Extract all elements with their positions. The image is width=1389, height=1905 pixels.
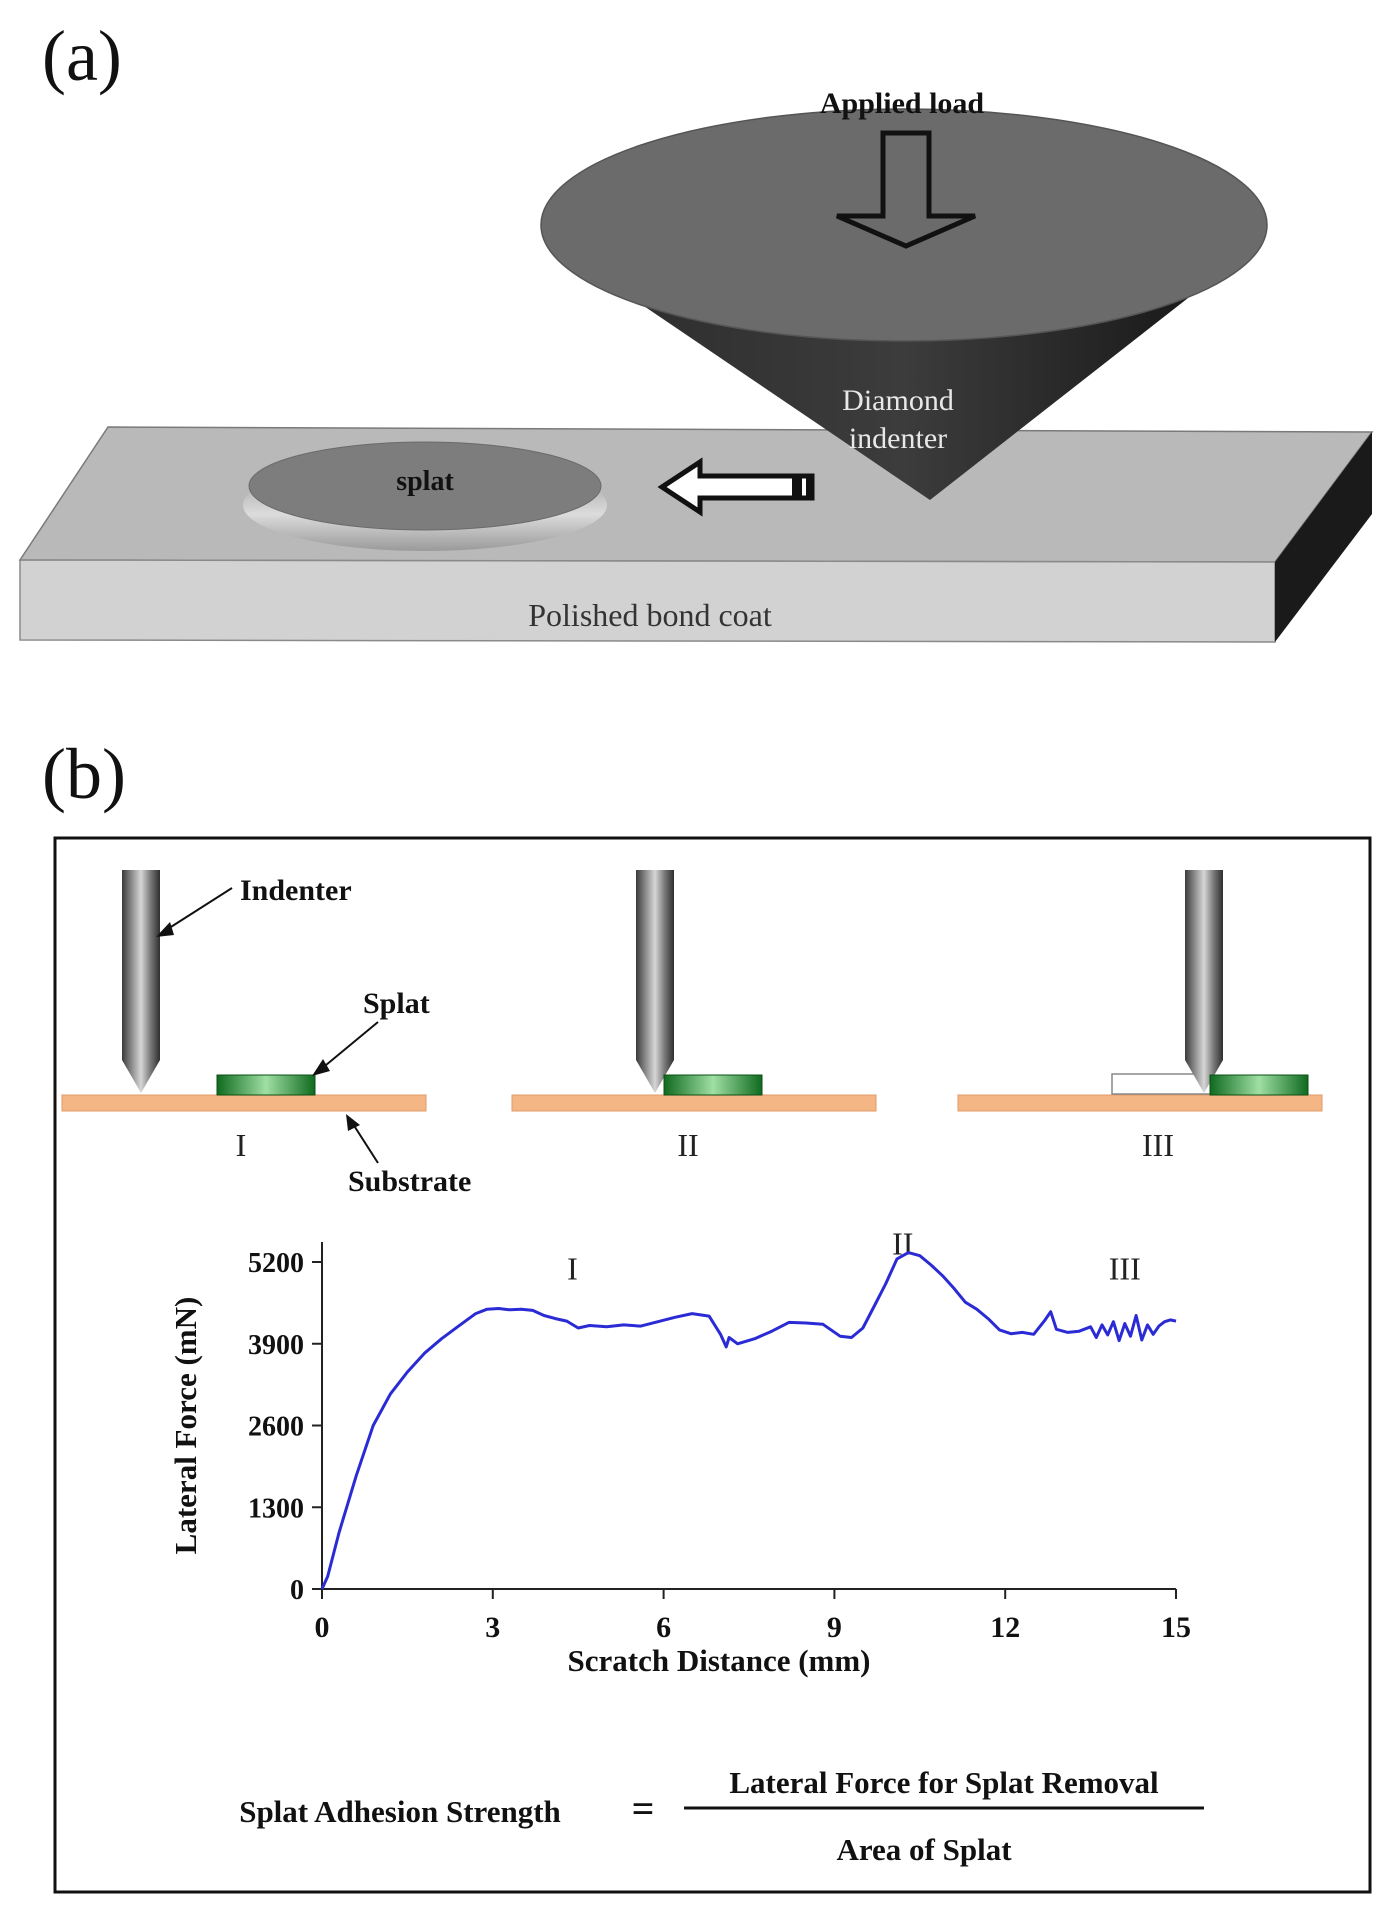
indenter-shaft-1: [122, 870, 160, 1060]
panel-b-frame: [53, 836, 1372, 1894]
substrate-callout-arrowhead: [346, 1114, 360, 1131]
splat-green-2: [663, 1074, 763, 1096]
indenter-shaft-3: [1185, 870, 1223, 1060]
y-tick-label-1: 1300: [248, 1493, 304, 1524]
arrow-tail-bar-1: [792, 476, 802, 498]
diamond-label-line1: Diamond: [842, 384, 954, 417]
applied-load-arrow: [836, 130, 976, 249]
diamond-label-line2: indenter: [849, 422, 947, 455]
stage-label-3: III: [1142, 1127, 1174, 1163]
bond-coat-label: Polished bond coat: [528, 597, 772, 633]
diamond-indenter-top: [540, 108, 1268, 342]
panel-a: (a) Polished bond coat splat Diamond ind…: [18, 16, 1374, 643]
indenter-tip-3: [1185, 1060, 1223, 1093]
x-tick-label-2: 6: [656, 1611, 671, 1644]
adhesion-equation: Splat Adhesion Strength = Lateral Force …: [239, 1765, 1204, 1867]
equation-numerator: Lateral Force for Splat Removal: [729, 1765, 1159, 1800]
stage-label-1: I: [236, 1127, 247, 1163]
x-tick-label-4: 12: [990, 1611, 1020, 1644]
bond-coat-side-face: [1275, 432, 1372, 642]
x-tick-label-0: 0: [315, 1611, 330, 1644]
indenter-label: Indenter: [240, 874, 352, 907]
splat-callout-arrowhead: [312, 1059, 330, 1076]
indenter-callout-arrowhead: [156, 922, 174, 937]
substrate-bar-2: [511, 1094, 877, 1112]
splat-label: splat: [396, 466, 454, 497]
panel-b-letter: (b): [42, 734, 126, 814]
equation-lhs: Splat Adhesion Strength: [239, 1794, 561, 1829]
chart-annotation-1: I: [567, 1250, 578, 1286]
stage-label-2: II: [677, 1127, 698, 1163]
y-tick-label-4: 5200: [248, 1248, 304, 1279]
panel-b: (b) I II III Indenter: [42, 734, 1372, 1894]
stage-3-schematic: III: [957, 870, 1323, 1163]
indenter-callout-line: [162, 887, 233, 933]
y-axis-label: Lateral Force (mN): [168, 1297, 203, 1555]
arrow-tail-bar-2: [806, 476, 812, 498]
y-tick-label-3: 3900: [248, 1330, 304, 1361]
indenter-shaft-2: [636, 870, 674, 1060]
substrate-label: Substrate: [348, 1165, 471, 1198]
y-tick-label-2: 2600: [248, 1412, 304, 1443]
substrate-callout-line: [352, 1123, 379, 1164]
substrate-bar-1: [61, 1094, 427, 1112]
indenter-tip-1: [122, 1060, 160, 1093]
chart-annotation-3: III: [1109, 1250, 1141, 1286]
y-tick-label-0: 0: [290, 1575, 304, 1606]
splat-disc-top: [248, 441, 602, 531]
x-tick-label-3: 9: [827, 1611, 842, 1644]
splat-green-3: [1209, 1074, 1309, 1096]
panel-a-letter: (a): [42, 16, 122, 96]
series-line-0: [320, 1251, 1177, 1590]
applied-load-label: Applied load: [820, 87, 985, 120]
equation-equals: =: [632, 1786, 655, 1831]
substrate-bar-3: [957, 1094, 1323, 1112]
indenter-tip-2: [636, 1060, 674, 1093]
splat-callout-line: [319, 1021, 379, 1071]
x-tick-label-1: 3: [485, 1611, 500, 1644]
x-axis-label: Scratch Distance (mm): [567, 1643, 870, 1678]
stage-1-schematic: I: [61, 870, 427, 1163]
splat-green-1: [216, 1074, 316, 1096]
x-tick-label-5: 15: [1161, 1611, 1191, 1644]
equation-denominator: Area of Splat: [836, 1832, 1012, 1867]
splat-b-label: Splat: [363, 987, 430, 1020]
stage-2-schematic: II: [511, 870, 877, 1163]
